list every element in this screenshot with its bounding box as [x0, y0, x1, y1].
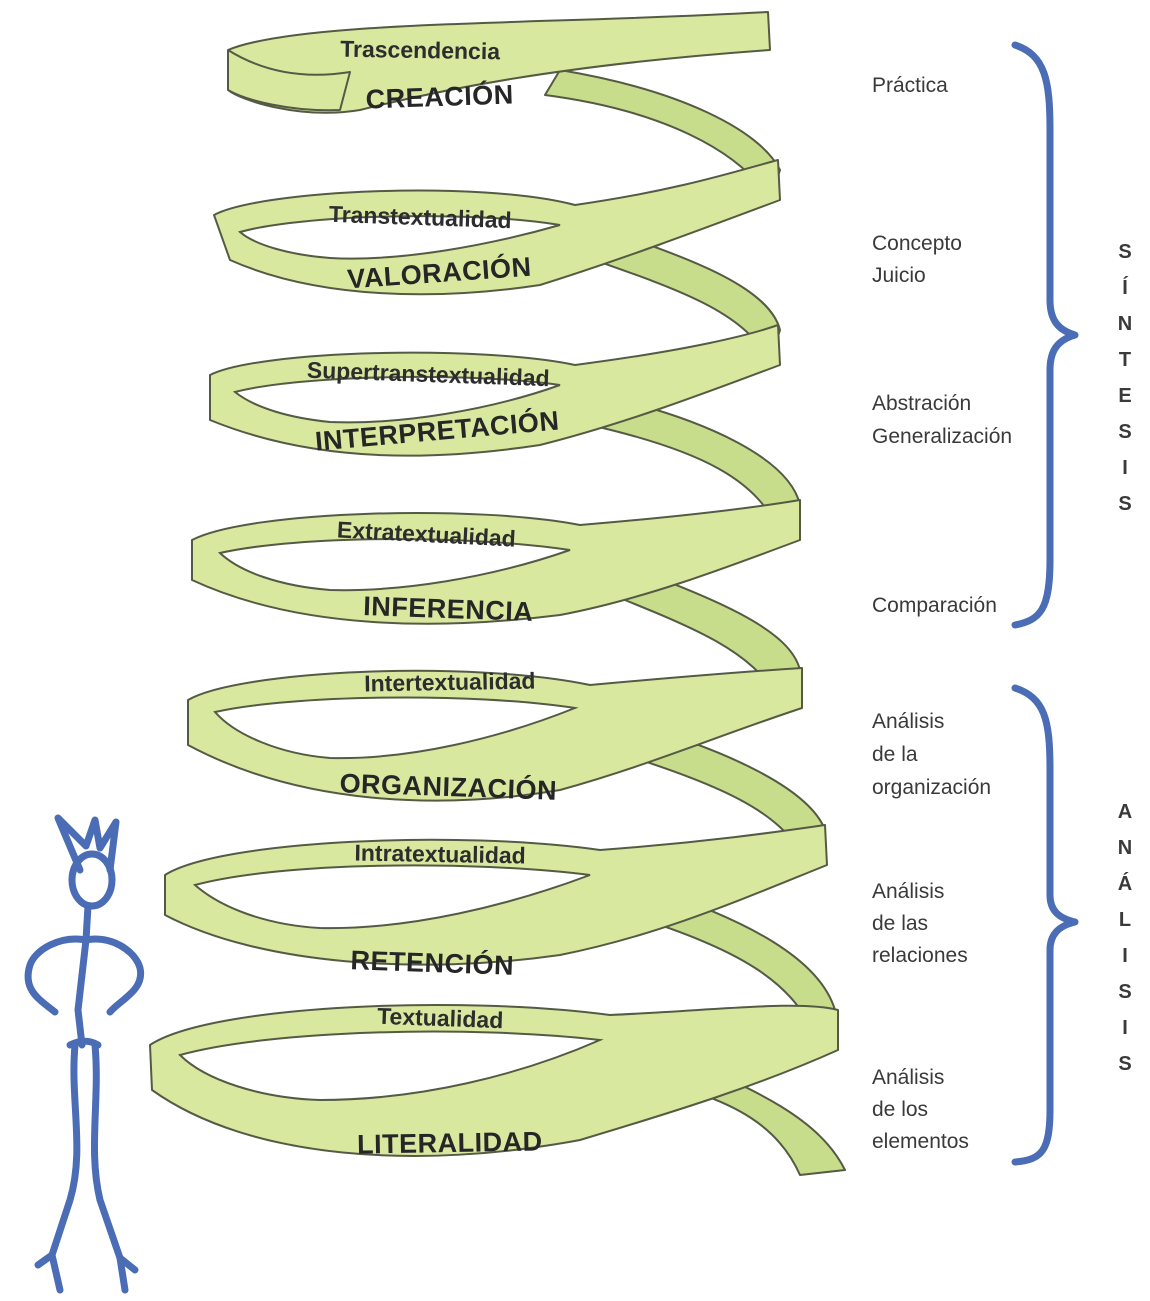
sintesis-letter: S	[1118, 421, 1131, 443]
side-label-4: Comparación	[872, 594, 997, 617]
sintesis-brace	[1011, 41, 1079, 629]
sintesis-letter: Í	[1122, 276, 1128, 299]
ribbon-hole-2	[237, 215, 561, 260]
analisis-letter: N	[1118, 837, 1132, 859]
analisis-letter: I	[1122, 1017, 1128, 1039]
level-5-main-label: ORGANIZACIÓN	[339, 767, 557, 806]
level-2-top-label: Transtextualidad	[328, 201, 512, 233]
level-labels: Trascendencia CREACIÓN Transtextualidad …	[306, 36, 560, 1160]
sintesis-letter: T	[1119, 349, 1131, 371]
level-6-top-label: Intratextualidad	[354, 840, 526, 869]
level-5-top-label: Intertextualidad	[364, 668, 536, 697]
analisis-letter: Á	[1118, 872, 1132, 895]
analisis-letter: I	[1122, 945, 1128, 967]
analisis-letter: S	[1118, 981, 1131, 1003]
stick-figure-icon	[24, 814, 145, 1294]
side-label-1: Práctica	[872, 74, 948, 97]
side-labels: Práctica Concepto Juicio Abstración Gene…	[872, 74, 1012, 1153]
side-label-6: Análisis de las relaciones	[872, 880, 968, 967]
analisis-brace	[1011, 684, 1079, 1166]
ribbon-hole-3	[232, 375, 561, 424]
side-label-3: Abstración Generalización	[872, 392, 1012, 448]
side-label-2: Concepto Juicio	[872, 232, 968, 287]
ribbon-loop-1	[227, 11, 771, 114]
sintesis-letter: E	[1118, 385, 1131, 407]
analisis-letter: S	[1118, 1053, 1131, 1075]
spiral-loops	[149, 11, 839, 1157]
analisis-letter: A	[1118, 801, 1132, 823]
level-7-main-label: LITERALIDAD	[357, 1126, 543, 1159]
level-1-top-label: Trascendencia	[340, 36, 500, 65]
sintesis-letter: S	[1118, 493, 1131, 515]
analisis-letter: L	[1119, 909, 1131, 931]
sintesis-letter: S	[1118, 241, 1131, 263]
ribbon-hole-4	[217, 538, 571, 592]
ribbon-hole-5	[213, 696, 579, 760]
sintesis-vertical-label: S Í N T E S I S	[1118, 241, 1132, 515]
analisis-vertical-label: A N Á L I S I S	[1118, 801, 1132, 1075]
side-label-5: Análisis de la organización	[872, 710, 991, 799]
sintesis-letter: N	[1118, 313, 1132, 335]
level-7-top-label: Textualidad	[377, 1003, 504, 1033]
sintesis-letter: I	[1122, 457, 1128, 479]
ribbon-hole-6	[192, 864, 591, 930]
ribbon-hole-7	[178, 1030, 604, 1102]
level-1-main-label: CREACIÓN	[365, 78, 514, 114]
level-6-main-label: RETENCIÓN	[350, 944, 514, 981]
level-4-main-label: INFERENCIA	[363, 591, 534, 627]
side-label-7: Análisis de los elementos	[872, 1066, 969, 1153]
